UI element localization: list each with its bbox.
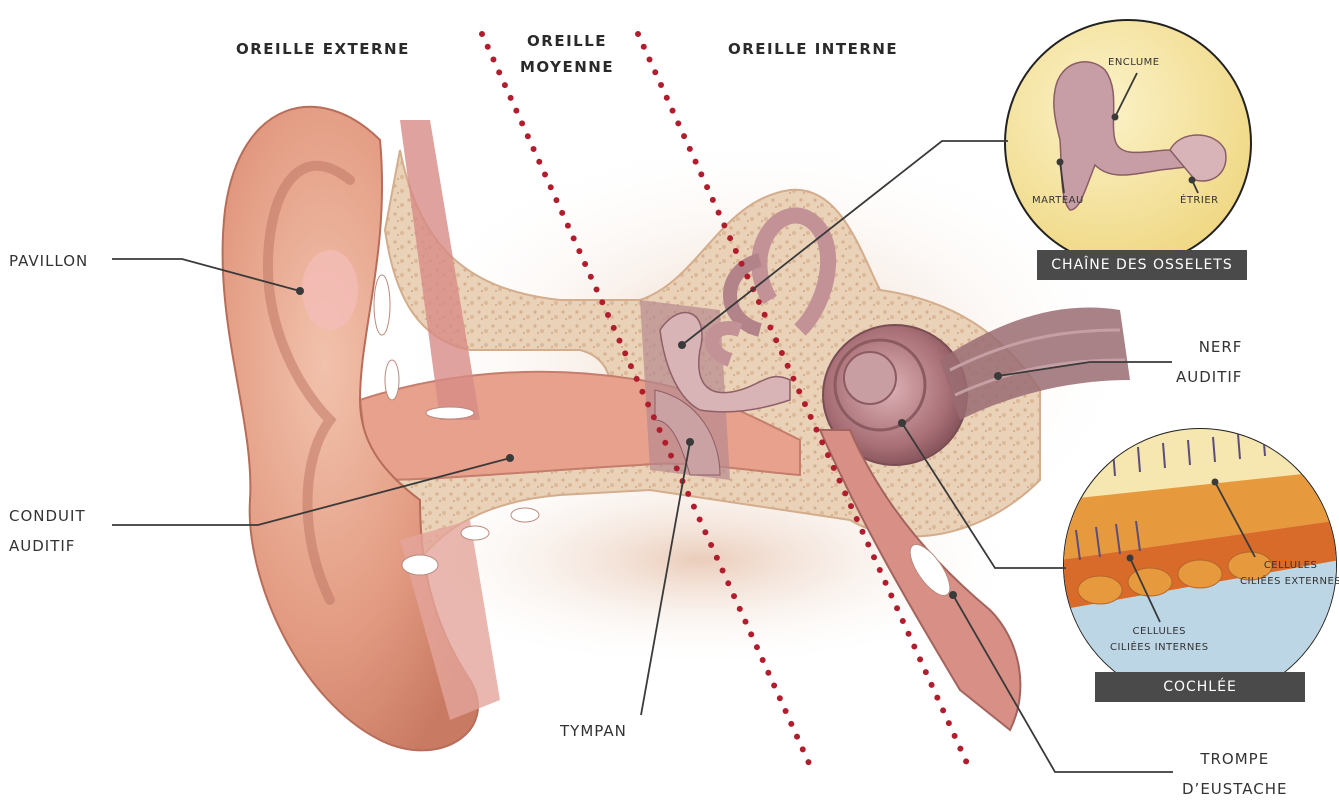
label-etrier: ÉTRIER [1180, 193, 1219, 209]
cartilage-white-5 [461, 526, 489, 540]
label-cellules-externes: CELLULES CILIÉES EXTERNES [1240, 558, 1339, 590]
label-conduit-auditif: CONDUIT AUDITIF [9, 501, 86, 561]
label-nerf-auditif: NERF AUDITIF [1176, 332, 1242, 392]
label-cellules-externes-line1: CELLULES [1240, 558, 1339, 574]
label-nerf-line1: NERF [1176, 332, 1242, 362]
cochlea-turn-2 [844, 352, 896, 404]
pinna-highlight [302, 250, 358, 330]
header-middle-ear: OREILLE MOYENNE [520, 28, 614, 80]
label-tympan: TYMPAN [560, 716, 627, 746]
cartilage-white-2 [385, 360, 399, 400]
header-middle-ear-line1: OREILLE [520, 28, 614, 54]
header-inner-ear: OREILLE INTERNE [728, 36, 898, 62]
label-trompe-line2: D’EUSTACHE [1182, 774, 1288, 804]
cartilage-white-3 [426, 407, 474, 419]
cartilage-white-6 [511, 508, 539, 522]
label-cellules-externes-line2: CILIÉES EXTERNES [1240, 574, 1339, 590]
label-marteau: MARTEAU [1032, 193, 1084, 209]
label-conduit-line1: CONDUIT [9, 501, 86, 531]
cartilage-white-1 [374, 275, 390, 335]
label-trompe-line1: TROMPE [1182, 744, 1288, 774]
label-trompe-eustache: TROMPE D’EUSTACHE [1182, 744, 1288, 804]
label-conduit-line2: AUDITIF [9, 531, 86, 561]
label-cellules-internes-line2: CILIÉES INTERNES [1110, 640, 1209, 656]
label-cellules-internes-line1: CELLULES [1110, 624, 1209, 640]
banner-chaine-osselets: CHAÎNE DES OSSELETS [1037, 250, 1247, 280]
header-middle-ear-line2: MOYENNE [520, 54, 614, 80]
cartilage-white-4 [402, 555, 438, 575]
label-enclume: ENCLUME [1108, 55, 1160, 71]
label-pavillon: PAVILLON [9, 246, 88, 276]
label-cellules-internes: CELLULES CILIÉES INTERNES [1110, 624, 1209, 656]
banner-cochlee: COCHLÉE [1095, 672, 1305, 702]
label-nerf-line2: AUDITIF [1176, 362, 1242, 392]
header-outer-ear: OREILLE EXTERNE [236, 36, 410, 62]
